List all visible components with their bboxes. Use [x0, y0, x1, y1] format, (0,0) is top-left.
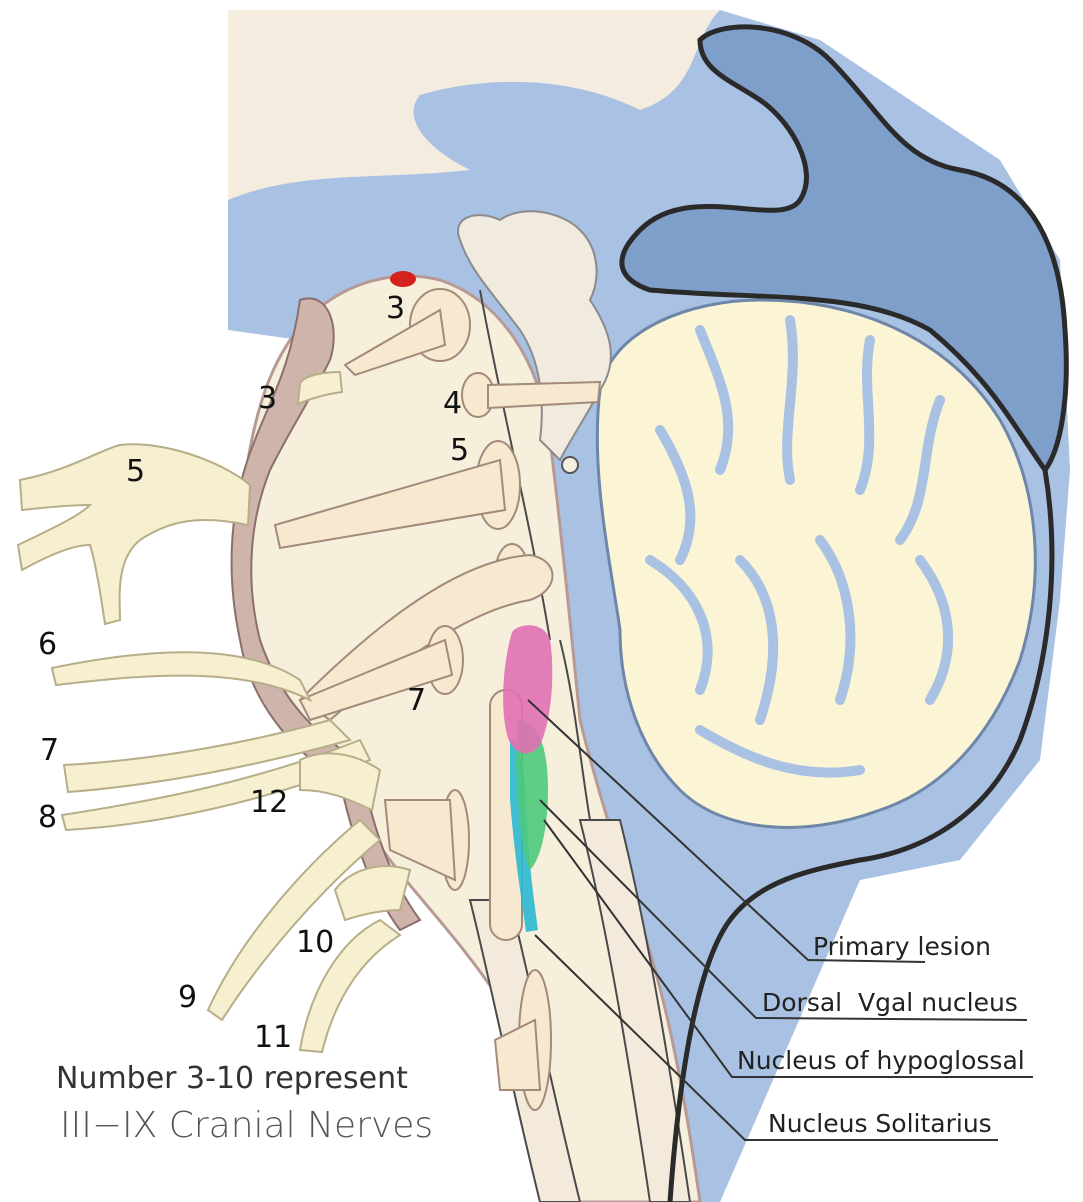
label-12: 12	[250, 785, 288, 820]
primary-lesion-label: Primary lesion	[813, 932, 991, 961]
label-11: 11	[254, 1020, 292, 1055]
label-7-nucleus: 7	[407, 683, 426, 718]
label-3-root: 3	[258, 381, 277, 416]
label-3-nucleus: 3	[386, 291, 405, 326]
label-8: 8	[38, 800, 57, 835]
hypoglossal-label: Nucleus of hypoglossal	[737, 1046, 1025, 1075]
caption-line-1: Number 3-10 represent	[56, 1061, 408, 1096]
dorsal-vagal-label: Dorsal Vgal nucleus	[762, 988, 1018, 1017]
label-7-root: 7	[40, 733, 59, 768]
label-10: 10	[296, 925, 334, 960]
label-9: 9	[178, 980, 197, 1015]
cerebellum	[597, 300, 1035, 827]
label-5-root: 5	[126, 454, 145, 489]
oculomotor-nucleus-marker	[390, 271, 416, 287]
label-6: 6	[38, 627, 57, 662]
caption-line-2: III−IX Cranial Nerves	[60, 1105, 433, 1146]
caption: Number 3-10 represent III−IX Cranial Ner…	[56, 1061, 433, 1146]
solitarius-label: Nucleus Solitarius	[768, 1109, 992, 1138]
label-5-nucleus: 5	[450, 433, 469, 468]
label-4: 4	[443, 386, 462, 421]
